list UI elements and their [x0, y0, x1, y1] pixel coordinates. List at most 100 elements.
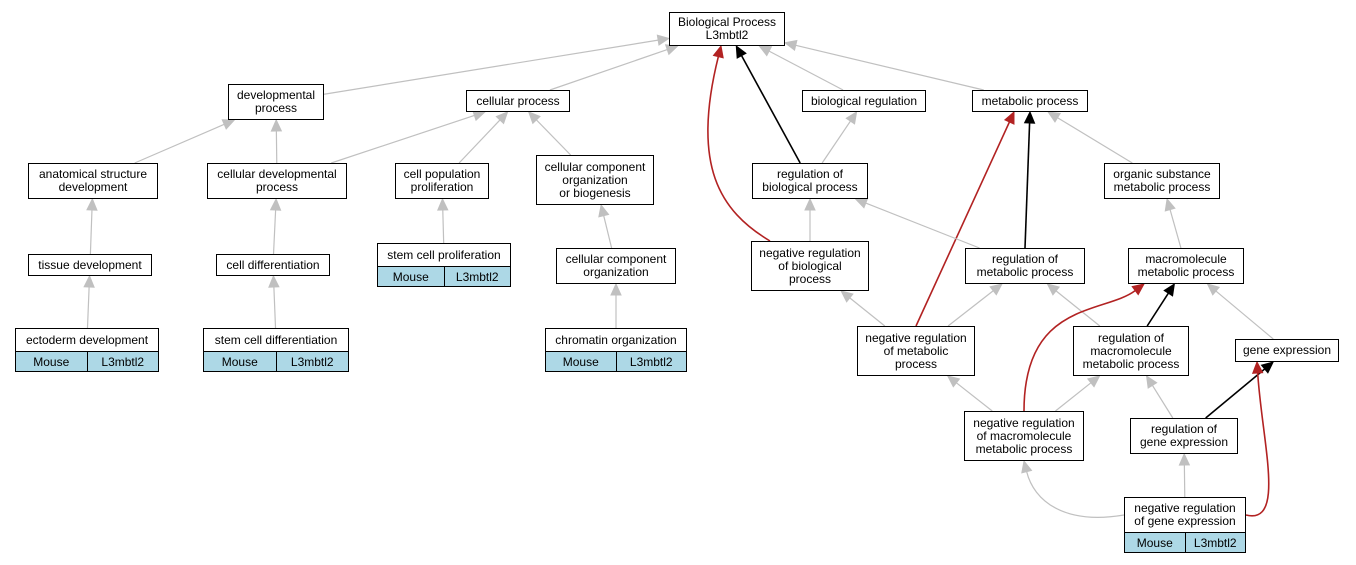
annotation-gene[interactable]: L3mbtl2	[275, 352, 349, 371]
edge-is-a	[535, 119, 572, 156]
node-biological-process-root[interactable]: Biological Process L3mbtl2	[669, 12, 785, 46]
edge-arrowhead	[1046, 283, 1061, 296]
annotation-stem-cell-differentiation: Mouse L3mbtl2	[203, 352, 349, 372]
edge-arrowhead	[1023, 110, 1036, 124]
node-label: cellular process	[476, 93, 560, 108]
annotation-gene[interactable]: L3mbtl2	[615, 352, 687, 371]
edge-arrowhead	[1003, 110, 1015, 125]
node-cell-differentiation[interactable]: cell differentiation	[216, 254, 330, 276]
edge-negatively-regulates	[1023, 289, 1136, 412]
edge-is-a	[549, 49, 668, 91]
edge-arrowhead	[1251, 360, 1264, 374]
edge-arrowhead	[1131, 283, 1145, 296]
node-cell-population-proliferation[interactable]: cell population proliferation	[395, 163, 489, 199]
edge-arrowhead	[86, 197, 98, 211]
edge-arrowhead	[1206, 283, 1221, 296]
node-metabolic-process[interactable]: metabolic process	[972, 90, 1088, 112]
node-regulation-of-macromolecule-metabolic-process[interactable]: regulation of macromolecule metabolic pr…	[1073, 326, 1189, 376]
edge-arrowhead	[268, 274, 280, 288]
node-label: metabolic process	[981, 93, 1079, 108]
edge-arrowhead	[845, 110, 858, 125]
node-cellular-component-organization[interactable]: cellular component organization	[556, 248, 676, 284]
annotation-organism: Mouse	[33, 354, 70, 369]
annotation-negative-regulation-of-gene-expression: Mouse L3mbtl2	[1124, 533, 1246, 553]
annotation-organism: Mouse	[562, 354, 599, 369]
node-macromolecule-metabolic-process[interactable]: macromolecule metabolic process	[1128, 248, 1244, 284]
node-label: negative regulation of biological proces…	[759, 245, 861, 286]
edge-is-a	[603, 215, 613, 249]
node-label: tissue development	[38, 257, 142, 272]
edge-is-a	[865, 202, 980, 249]
edge-negatively-regulates	[1245, 372, 1270, 517]
node-cellular-component-organization-or-biogenesis[interactable]: cellular component organization or bioge…	[536, 155, 654, 205]
edge-is-a	[1151, 385, 1174, 419]
annotation-stem-cell-proliferation: Mouse L3mbtl2	[377, 267, 511, 287]
node-developmental-process[interactable]: developmental process	[228, 84, 324, 120]
edge-arrowhead	[783, 39, 798, 52]
edge-arrowhead	[735, 44, 747, 59]
edge-is-a	[947, 290, 994, 327]
node-ectoderm-development[interactable]: ectoderm development	[15, 328, 159, 352]
edge-arrowhead	[83, 274, 95, 288]
edge-arrowhead	[989, 283, 1003, 296]
node-tissue-development[interactable]: tissue development	[28, 254, 152, 276]
node-label: developmental process	[236, 88, 316, 115]
node-stem-cell-proliferation[interactable]: stem cell proliferation	[377, 243, 511, 267]
node-label: cellular developmental process	[217, 167, 337, 194]
node-cellular-process[interactable]: cellular process	[466, 90, 570, 112]
node-negative-regulation-of-gene-expression[interactable]: negative regulation of gene expression	[1124, 497, 1246, 533]
edge-arrowhead	[656, 34, 671, 46]
edge-regulates	[1146, 292, 1170, 327]
node-label: ectoderm development	[25, 332, 149, 347]
node-biological-regulation[interactable]: biological regulation	[802, 90, 926, 112]
node-negative-regulation-of-metabolic-process[interactable]: negative regulation of metabolic process	[857, 326, 975, 376]
edge-arrowhead	[1260, 361, 1275, 374]
annotation-gene[interactable]: L3mbtl2	[86, 352, 159, 371]
node-label: stem cell differentiation	[214, 332, 338, 347]
node-cellular-developmental-process[interactable]: cellular developmental process	[207, 163, 347, 199]
edge-is-a	[1055, 290, 1101, 327]
node-label: stem cell proliferation	[387, 247, 501, 262]
node-label: cell population proliferation	[403, 167, 481, 194]
node-organic-substance-metabolic-process[interactable]: organic substance metabolic process	[1104, 163, 1220, 199]
node-label: gene expression	[1242, 343, 1332, 357]
edge-arrowhead	[758, 45, 773, 57]
node-gene-expression[interactable]: gene expression	[1235, 339, 1339, 362]
node-regulation-of-gene-expression[interactable]: regulation of gene expression	[1130, 418, 1238, 454]
node-label: organic substance metabolic process	[1113, 167, 1211, 194]
edge-is-a	[1169, 209, 1182, 249]
edge-is-a	[956, 382, 993, 412]
edge-is-a	[458, 119, 501, 164]
edge-arrowhead	[946, 375, 961, 388]
edge-arrowhead	[1163, 282, 1176, 297]
edge-is-a	[273, 286, 277, 329]
edge-is-a	[272, 209, 277, 255]
annotation-gene[interactable]: L3mbtl2	[443, 267, 511, 286]
edge-arrowhead	[712, 44, 724, 59]
node-stem-cell-differentiation[interactable]: stem cell differentiation	[203, 328, 349, 352]
node-label: anatomical structure development	[38, 167, 148, 194]
node-negative-regulation-of-biological-process[interactable]: negative regulation of biological proces…	[751, 241, 869, 291]
edge-regulates	[1205, 368, 1266, 419]
edge-arrowhead	[1164, 197, 1176, 212]
node-negative-regulation-of-macromolecule-metabolic-process[interactable]: negative regulation of macromolecule met…	[964, 411, 1084, 461]
node-label: chromatin organization	[555, 332, 677, 347]
node-label: biological regulation	[810, 93, 918, 108]
node-chromatin-organization[interactable]: chromatin organization	[545, 328, 687, 352]
edge-is-a	[442, 209, 445, 244]
edge-is-a	[1026, 471, 1125, 518]
edge-arrowhead	[1021, 459, 1033, 474]
annotation-gene[interactable]: L3mbtl2	[1184, 533, 1246, 552]
annotation-chromatin-organization: Mouse L3mbtl2	[545, 352, 687, 372]
edge-arrowhead	[1047, 111, 1061, 123]
edge-arrowhead	[269, 197, 282, 211]
node-regulation-of-metabolic-process[interactable]: regulation of metabolic process	[965, 248, 1085, 284]
edge-arrowhead	[1178, 452, 1191, 466]
node-regulation-of-biological-process[interactable]: regulation of biological process	[752, 163, 868, 199]
edge-negatively-regulates	[707, 56, 771, 242]
node-anatomical-structure-development[interactable]: anatomical structure development	[28, 163, 158, 199]
edge-negatively-regulates	[915, 121, 1011, 327]
edge-regulates	[1024, 122, 1031, 249]
